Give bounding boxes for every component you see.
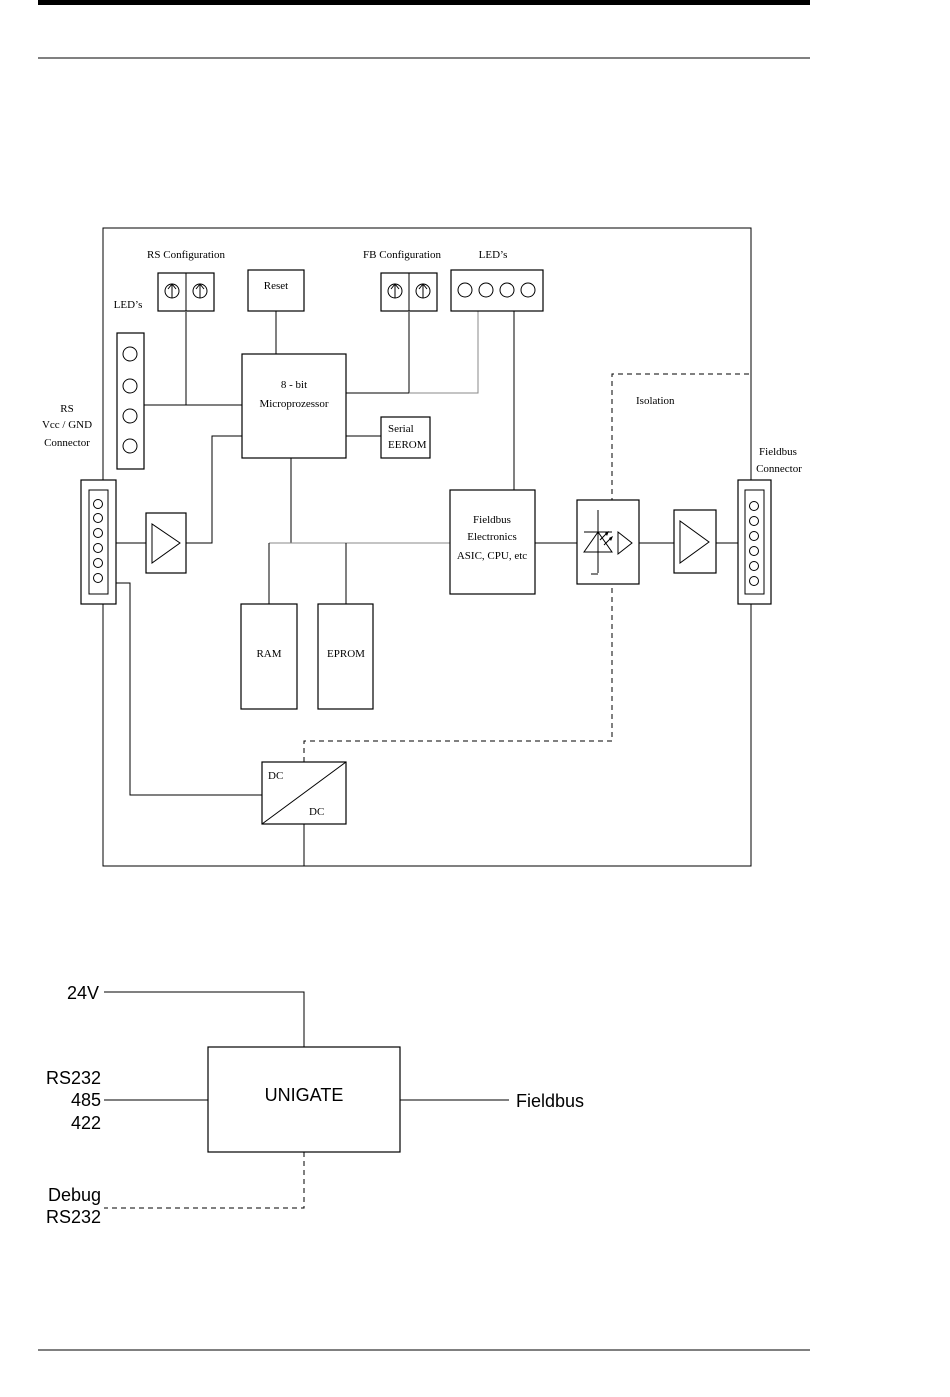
overview-diagram: UNIGATE 24V RS232 485 422 Fieldbus Debug… <box>46 983 584 1227</box>
isolation-label: Isolation <box>636 395 675 407</box>
power-line <box>104 992 304 1047</box>
leds-left <box>117 333 144 469</box>
dc-bottom-label: DC <box>309 806 324 818</box>
rs-configuration-label: RS Configuration <box>147 249 225 261</box>
reset-label: Reset <box>264 280 288 292</box>
debug-label-line2: RS232 <box>46 1207 101 1227</box>
fieldbus-driver-amplifier <box>674 510 716 573</box>
rs-driver-amplifier <box>146 513 186 573</box>
fieldbus-connector-label-line2: Connector <box>756 463 802 475</box>
serial-label-line2: 485 <box>71 1090 101 1110</box>
debug-line <box>104 1152 304 1208</box>
microprocessor-label-line1: 8 - bit <box>281 379 307 391</box>
rs-connector-label-line3: Connector <box>44 437 90 449</box>
leds-left-label: LED’s <box>114 299 143 311</box>
rs-connector-label-line2: Vcc / GND <box>42 419 92 431</box>
fieldbus-electronics-label-line3: ASIC, CPU, etc <box>457 550 527 562</box>
fieldbus-connector <box>738 480 771 604</box>
microprocessor-label-line2: Microprozessor <box>259 398 328 410</box>
fb-config-switch <box>381 273 437 311</box>
dc-top-label: DC <box>268 770 283 782</box>
serial-eerom-label-line2: EEROM <box>388 439 427 451</box>
rs-connector-label-line1: RS <box>60 403 73 415</box>
fieldbus-electronics-label-line1: Fieldbus <box>473 514 511 526</box>
leds-top-label: LED’s <box>479 249 508 261</box>
rs-connector <box>81 480 116 604</box>
fb-configuration-label: FB Configuration <box>363 249 441 261</box>
ram-label: RAM <box>256 648 281 660</box>
block-diagram: RS Configuration Reset FB Configuration … <box>42 228 802 866</box>
serial-label-line3: 422 <box>71 1113 101 1133</box>
fieldbus-label: Fieldbus <box>516 1091 584 1111</box>
unigate-label: UNIGATE <box>265 1085 344 1105</box>
fieldbus-electronics-label-line2: Electronics <box>467 531 516 543</box>
top-rule <box>38 0 810 5</box>
debug-label-line1: Debug <box>48 1185 101 1205</box>
serial-label-line1: RS232 <box>46 1068 101 1088</box>
eprom-label: EPROM <box>327 648 365 660</box>
serial-eerom-label-line1: Serial <box>388 423 414 435</box>
fieldbus-connector-label-line1: Fieldbus <box>759 446 797 458</box>
power-label: 24V <box>67 983 99 1003</box>
module-frame <box>103 228 751 866</box>
optocoupler <box>577 500 639 584</box>
rs-config-switch <box>158 273 214 311</box>
leds-top <box>451 270 543 311</box>
